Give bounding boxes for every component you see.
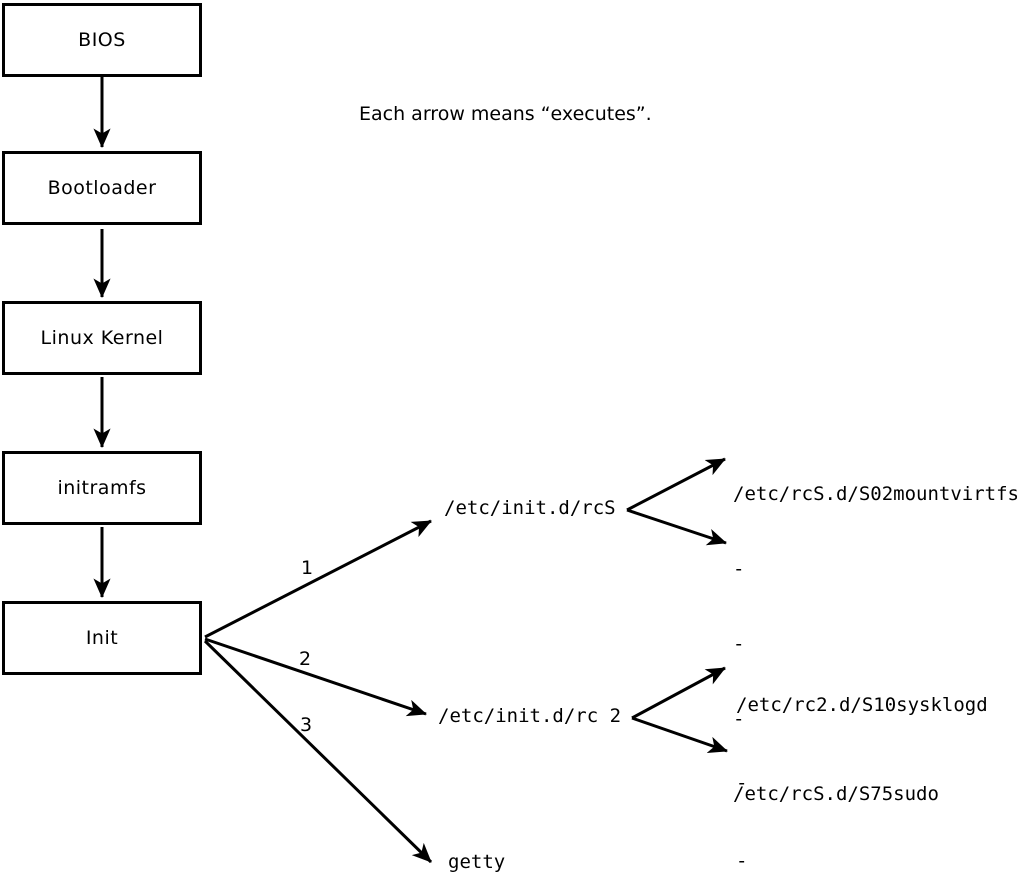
target-getty: getty (448, 851, 506, 873)
rcS-scripts-list: /etc/rcS.d/S02mountvirtfs - - - /etc/rcS… (733, 432, 1019, 857)
rc2-script-item: /etc/rc2.d/S10sysklogd (736, 694, 988, 716)
rcS-script-item: - (733, 558, 745, 580)
target-rc2: /etc/init.d/rc 2 (438, 705, 622, 727)
arrow-rcS-to-S75sudo (626, 508, 727, 546)
rc2-script-item: - (736, 850, 748, 872)
box-bootloader: Bootloader (2, 151, 202, 225)
branch-number-3: 3 (299, 714, 313, 736)
rcS-script-item: /etc/rcS.d/S75sudo (733, 783, 939, 805)
target-rcS: /etc/init.d/rcS (444, 497, 616, 519)
rcS-script-item: - (733, 633, 745, 655)
box-bootloader-label: Bootloader (47, 177, 157, 199)
box-bios: BIOS (2, 3, 202, 77)
box-initramfs-label: initramfs (57, 477, 147, 499)
arrow-rcS-to-S02mountvirtfs (626, 457, 726, 512)
arrow-init-to-getty (203, 639, 433, 864)
branch-number-2: 2 (298, 648, 312, 670)
rcS-script-item: /etc/rcS.d/S02mountvirtfs (733, 483, 1019, 505)
box-bios-label: BIOS (78, 29, 126, 51)
rc2-script-item: - (736, 772, 748, 794)
arrow-init-to-rcS (204, 519, 432, 639)
rc2-scripts-list: /etc/rc2.d/S10sysklogd - - - /etc/rc2.d/… (736, 640, 988, 875)
box-linux-kernel-label: Linux Kernel (40, 327, 164, 349)
arrow-rc2-to-S99gdm (631, 716, 728, 754)
arrow-rc2-to-S10sysklogd (631, 666, 726, 720)
diagram-caption: Each arrow means “executes”. (359, 103, 652, 125)
rcS-script-item: - (733, 708, 745, 730)
branch-number-1: 1 (300, 557, 314, 579)
arrow-init-to-rc2 (204, 637, 427, 717)
box-init-label: Init (85, 627, 119, 649)
box-linux-kernel: Linux Kernel (2, 301, 202, 375)
box-initramfs: initramfs (2, 451, 202, 525)
box-init: Init (2, 601, 202, 675)
